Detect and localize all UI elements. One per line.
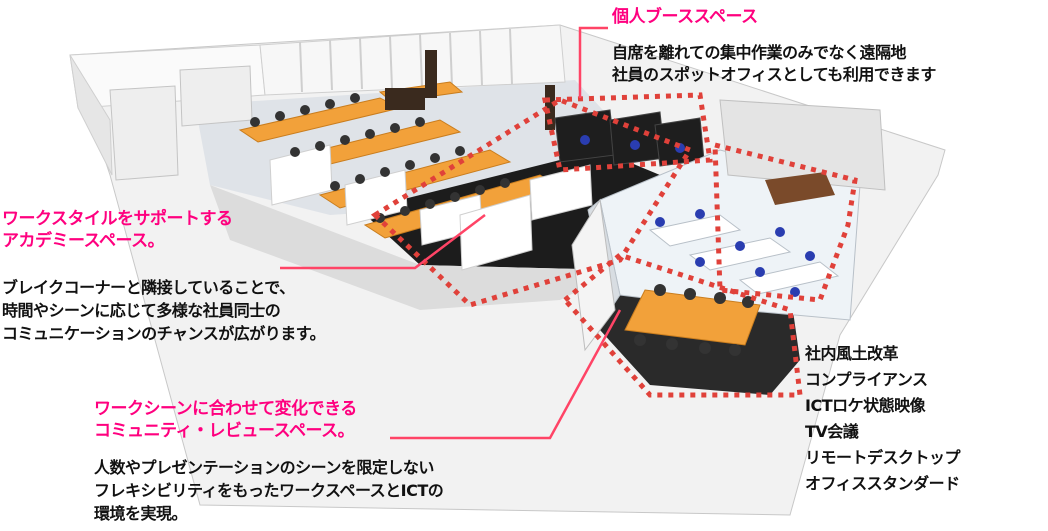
dark-columns [385,50,555,130]
brown-meeting-table [765,172,835,205]
academy-title-line2: アカデミースペース。 [2,231,165,251]
booth-title: 個人ブーススペース [612,7,758,27]
glass-room-desks [648,214,840,295]
glass-room-chairs [655,209,815,297]
feature-item: コンプライアンス [805,370,928,389]
storage-cabinets-left [109,65,253,181]
booth-chairs [580,135,685,153]
leader-academy [280,214,486,270]
academy-desc-line3: コミュニケーションのチャンスが広がります。 [2,324,326,343]
zone-academy [370,97,694,308]
academy-desc-line1: ブレイクコーナーと隣接していることで、 [2,278,295,297]
zone-booth [541,92,713,173]
chairs-work [250,93,510,223]
wall-left-side [69,54,113,176]
leader-community [390,309,622,440]
leader-booth [578,26,608,98]
zone-outlines [370,92,858,398]
feature-item: TV会議 [805,422,859,441]
feature-item: 社内風土改革 [805,344,899,363]
booth-desc-line1: 自席を離れての集中作業のみでなく遠隔地 [612,43,907,62]
booth-desc-line2: 社員のスポットオフィスとしても利用できます [612,65,936,84]
community-desc-line1: 人数やプレゼンテーションのシーンを限定しない [94,458,434,477]
community-title-line2: コミュニティ・レビュースペース。 [94,421,355,441]
feature-item: リモートデスクトップ [805,448,961,467]
community-desc-line3: 環境を実現。 [94,504,188,523]
feature-item: オフィススタンダード [805,474,960,493]
zone-review [561,252,803,398]
wall-rear [259,24,566,96]
leader-lines [280,26,622,440]
academy-desc-line2: 時間やシーンに応じて多様な社員同士の [2,301,281,320]
feature-item: ICTロケ状態映像 [805,396,926,415]
community-desc-line2: フレキシビリティをもったワークスペースとICTの [94,481,444,500]
academy-title-line1: ワークスタイルをサポートする [2,209,233,229]
window-mullions [299,28,513,93]
carpet-corridor [210,185,620,310]
desk-pedestals [269,144,593,271]
community-title-line1: ワークシーンに合わせて変化できる [94,399,357,419]
